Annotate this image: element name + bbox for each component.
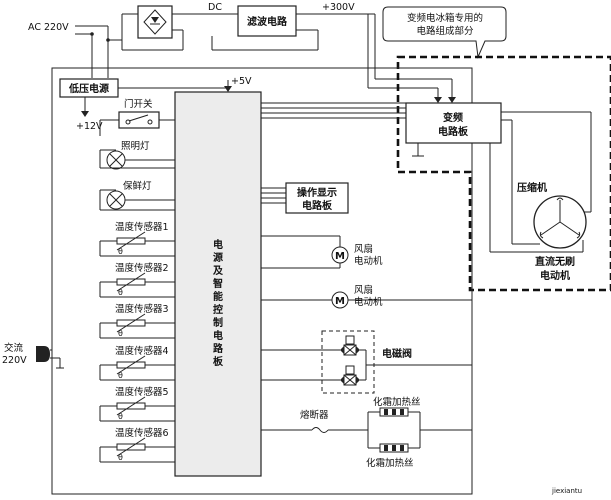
main-board-char-1: 电 (213, 238, 223, 251)
main-board-char-3: 及 (213, 265, 224, 277)
fan-motor-2: M (331, 291, 349, 309)
main-board-char-2: 源 (213, 251, 223, 264)
heater2-label: 化霜加热丝 (366, 457, 414, 469)
sensor-1-label: 温度传感器1 (115, 221, 169, 233)
heater1-label: 化霜加热丝 (373, 396, 421, 408)
fan1-label-1: 风扇 (354, 243, 373, 255)
sensor-5-theta: θ (118, 412, 123, 421)
main-board-char-4: 智 (213, 277, 223, 290)
fan1-label-2: 电动机 (354, 255, 383, 267)
illumination-lamp (106, 150, 126, 170)
main-board-char-10: 板 (213, 355, 224, 368)
fresh-lamp (106, 190, 126, 210)
v300-label: +300V (322, 2, 355, 13)
display-label-2: 电路板 (302, 199, 333, 212)
filter-label: 滤波电路 (247, 15, 288, 28)
sensor-4-theta: θ (118, 371, 123, 380)
sensor-2-label: 温度传感器2 (115, 262, 169, 274)
bldc-label-2: 电动机 (540, 269, 570, 282)
compressor-label: 压缩机 (517, 181, 547, 194)
callout-line-1: 变频电冰箱专用的 (407, 12, 483, 24)
sensor-5: 温度传感器5 θ (99, 386, 175, 422)
light1-label: 照明灯 (121, 141, 150, 152)
inverter-circuit-board: 变频 电路板 (405, 102, 502, 144)
fan-motor-1-m: M (335, 251, 345, 262)
inverter-region-dashed (396, 55, 611, 292)
defrost-heater-2 (368, 443, 420, 453)
sensor-1-theta: θ (118, 247, 123, 256)
filter-circuit-box: 滤波电路 (237, 5, 297, 37)
v12-label: +12V (76, 121, 103, 132)
v5-label: +5V (231, 76, 252, 87)
main-board-char-9: 路 (213, 342, 224, 355)
solenoid-valve-2 (331, 365, 366, 386)
ac-input-label: AC 220V (28, 22, 69, 33)
mains-plug (36, 346, 64, 369)
bldc-motor (533, 195, 587, 249)
display-label-1: 操作显示 (297, 186, 337, 199)
main-board-char-8: 电 (213, 329, 223, 342)
main-board-char-5: 能 (213, 290, 223, 303)
fuse (311, 427, 329, 433)
sensor-3: 温度传感器3 θ (99, 303, 175, 339)
callout-line-2: 电路组成部分 (416, 25, 474, 37)
fan2-label-1: 风扇 (354, 284, 373, 296)
fan-motor-1: M (331, 246, 349, 264)
sensor-4: 温度传感器4 θ (99, 345, 175, 381)
sensor-6: 温度传感器6 θ (99, 427, 175, 463)
mains-label-2: 220V (2, 355, 27, 366)
mains-label-1: 交流 (4, 342, 24, 354)
fan2-label-2: 电动机 (354, 296, 383, 308)
defrost-heater-1 (368, 407, 420, 417)
sensor-6-theta: θ (118, 453, 123, 462)
door-switch-label: 门开关 (124, 98, 153, 110)
low-voltage-label: 低压电源 (68, 82, 109, 95)
door-switch (118, 111, 160, 129)
sensor-1: 温度传感器1 θ (99, 221, 175, 257)
sensor-3-label: 温度传感器3 (115, 303, 169, 315)
fuse-label: 熔断器 (300, 409, 329, 421)
inverter-label-2: 电路板 (438, 125, 469, 138)
main-board-char-7: 制 (213, 316, 223, 329)
valve-label: 电磁阀 (382, 347, 412, 360)
sensor-4-label: 温度传感器4 (115, 345, 169, 357)
dc-label: DC (208, 2, 222, 13)
callout-bubble: 变频电冰箱专用的 电路组成部分 (382, 6, 507, 59)
display-board-box: 操作显示 电路板 (285, 182, 349, 214)
main-control-board: 电 源 及 智 能 控 制 电 路 板 (174, 91, 262, 477)
fan-motor-2-m: M (335, 296, 345, 307)
bridge-rectifier (137, 5, 173, 39)
light2-label: 保鲜灯 (123, 180, 152, 192)
sensor-2-theta: θ (118, 288, 123, 297)
inverter-label-1: 变频 (443, 111, 463, 124)
bldc-label-1: 直流无刷 (535, 255, 575, 268)
main-board-char-6: 控 (213, 303, 223, 316)
sensor-5-label: 温度传感器5 (115, 386, 169, 398)
solenoid-valve-1 (331, 335, 366, 356)
low-voltage-supply-box: 低压电源 (59, 78, 119, 98)
sensor-3-theta: θ (118, 329, 123, 338)
watermark: jiexiantu (551, 487, 582, 495)
sensor-2: 温度传感器2 θ (99, 262, 175, 298)
sensor-6-label: 温度传感器6 (115, 427, 169, 439)
